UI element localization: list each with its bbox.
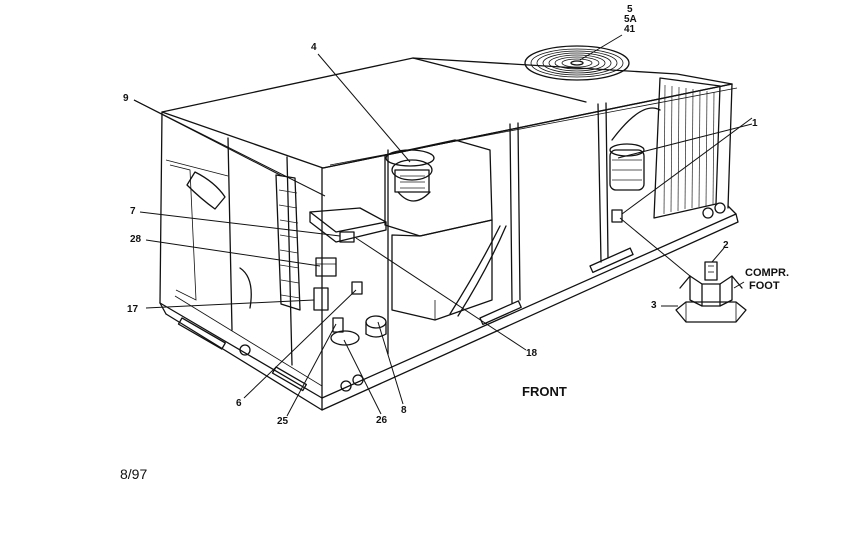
callout-4: 4 [311,42,317,53]
front-label: FRONT [522,384,567,399]
callout-5a: 5A [624,14,637,25]
callout-7: 7 [130,206,136,217]
callout-18: 18 [526,348,538,359]
callout-5: 5 [627,4,633,15]
callout-3: 3 [651,300,657,311]
condenser-coil [611,77,721,219]
callout-1: 1 [752,118,758,129]
compressor [609,143,645,223]
blower-assembly [384,139,507,321]
callout-2: 2 [723,240,729,251]
control-components [309,207,387,346]
callout-41: 41 [624,24,636,35]
base-rail-slots [177,202,726,392]
roof-outline [161,57,738,169]
callout-17: 17 [127,304,139,315]
compressor-foot-detail [675,261,747,323]
callout-25: 25 [277,416,289,427]
callout-6: 6 [236,398,242,409]
callout-28: 28 [130,234,142,245]
callout-9: 9 [123,93,129,104]
compr-foot-label-line2: FOOT [749,280,780,292]
callout-8: 8 [401,405,407,416]
cabinet-body [159,83,739,411]
drawing-date: 8/97 [120,466,148,482]
leader-lines [133,34,753,417]
compr-foot-label-line1: COMPR. [745,267,789,279]
evaporator-coil [186,171,301,311]
condenser-fan [524,45,630,81]
callout-26: 26 [376,415,388,426]
